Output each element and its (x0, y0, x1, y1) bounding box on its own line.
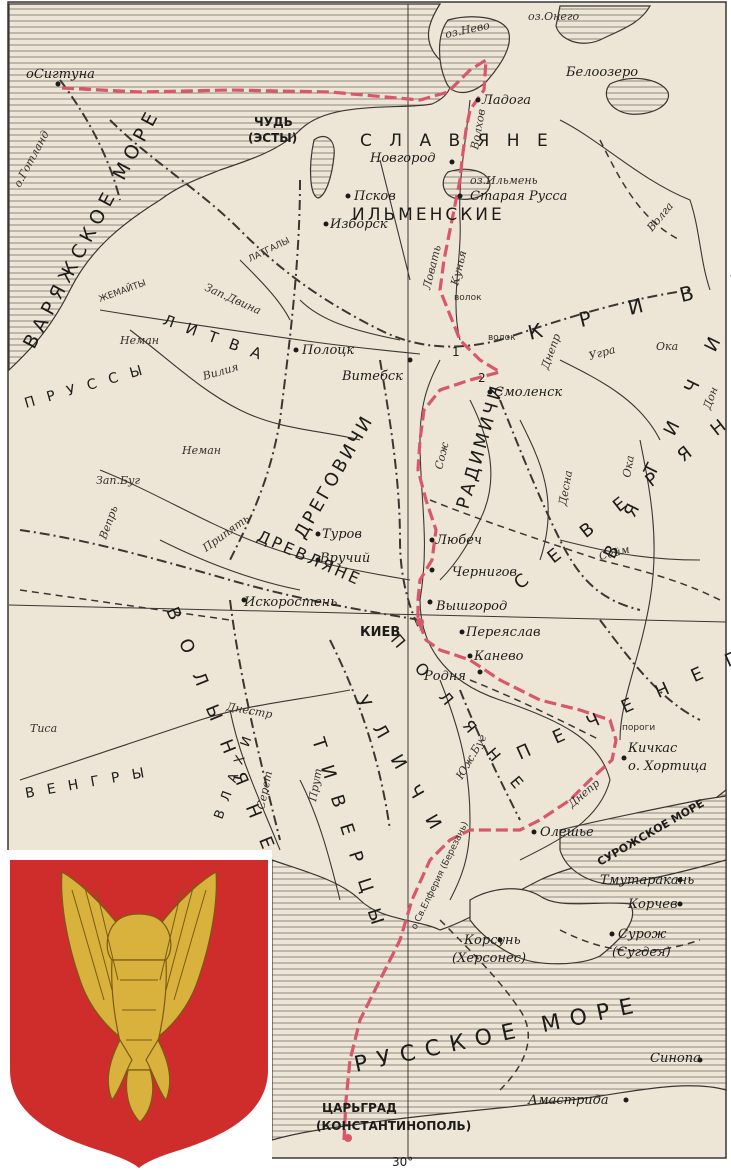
lake-ilmen (442, 168, 491, 200)
river-oka-south-label: Ока (620, 454, 637, 478)
city-vitebsk: Витебск (341, 369, 403, 384)
city-smolensk: Смоленск (494, 385, 562, 400)
city-khersones: (Херсонес) (452, 951, 526, 966)
porogi-label: пороги (622, 723, 655, 733)
city-kichkas: Кичкас (627, 741, 678, 756)
river-desna-label: Десна (556, 469, 575, 507)
river-tisa-label: Тиса (30, 722, 57, 735)
city-dots (55, 81, 703, 1103)
lake-onego-label: оз.Онего (528, 10, 579, 23)
dashed-frontiers (19, 139, 721, 1091)
city-rodnya: Родня (423, 669, 466, 684)
city-korchev: Корчев (627, 897, 678, 912)
city-kanevo: Канево (473, 649, 524, 664)
city-tsargrad: ЦАРЬГРАД (322, 1101, 397, 1115)
city-staraya-russa: Старая Русса (470, 189, 567, 204)
city-sinopa: Синопа (650, 1051, 701, 1066)
map-frame (7, 1, 727, 1159)
trade-route (61, 56, 618, 1141)
city-turov: Туров (322, 527, 362, 542)
city-tmutarakan: Тмутаракань (600, 873, 694, 888)
city-oleshye: Олешье (540, 825, 594, 840)
volok-label-1: волок (454, 293, 482, 303)
city-pereyaslavl: Переяслав (465, 625, 541, 640)
river-neman-north-label: Неман (119, 334, 159, 347)
city-sugdeya: (Сугдея) (612, 945, 671, 960)
crimea (469, 888, 634, 965)
city-khortitsa: о. Хортица (628, 759, 707, 774)
volok-label-2: волок (488, 333, 516, 343)
tribe-slavyane: С Л А В Я Н Е (360, 131, 554, 151)
tsargrad-city-marker (344, 1134, 352, 1142)
city-korsun: Корсунь (463, 933, 521, 948)
lake-beloozero (605, 77, 669, 115)
kiev-city-marker (416, 618, 424, 626)
tribal-boundaries (19, 79, 701, 841)
river-oka-label: Ока (656, 340, 678, 353)
longitude-label: 30° (392, 1155, 413, 1169)
red-shield-golden-falcon-icon (10, 860, 268, 1168)
rivers (19, 99, 711, 901)
city-pskov: Псков (353, 189, 396, 204)
route-marker-2: 2 (478, 371, 486, 385)
city-chernigov: Чернигов (452, 565, 517, 580)
lake-ilmen-label: оз.Ильмень (470, 174, 538, 187)
city-surozh: Сурож (618, 927, 667, 942)
river-zap-bug-label: Зап.Буг (96, 474, 140, 487)
city-ladoga: Ладога (481, 93, 531, 108)
city-kiev: КИЕВ (360, 625, 400, 640)
lake-onego (555, 5, 652, 44)
parallel-line (8, 604, 727, 623)
city-vruchiy: Вручий (319, 551, 370, 566)
sea-of-azov (559, 795, 727, 885)
city-beloozero: Белоозеро (565, 65, 638, 80)
city-konstantinopol: (КОНСТАНТИНОПОЛЬ) (316, 1119, 471, 1133)
lake-peipus (309, 135, 335, 199)
city-polotsk: Полоцк (301, 343, 354, 358)
river-prut-label: Прут (306, 767, 325, 803)
city-sigtuna: оСигтуна (26, 67, 95, 82)
city-izborsk: Изборск (329, 217, 388, 232)
city-iskorosten: Искоростень (243, 595, 337, 610)
tribe-chud: ЧУДЬ (254, 115, 293, 129)
tribe-esty: (ЭСТЫ) (248, 131, 297, 145)
city-amastrida: Амастрида (527, 1093, 609, 1108)
route-marker-1: 1 (452, 345, 460, 359)
river-neman-south-label: Неман (181, 444, 221, 457)
tribe-ilmenskie: ИЛЬМЕНСКИЕ (352, 205, 505, 225)
city-lyubech: Любеч (435, 533, 482, 548)
city-vyshgorod: Вышгород (435, 599, 507, 614)
city-novgorod: Новгород (369, 151, 436, 166)
